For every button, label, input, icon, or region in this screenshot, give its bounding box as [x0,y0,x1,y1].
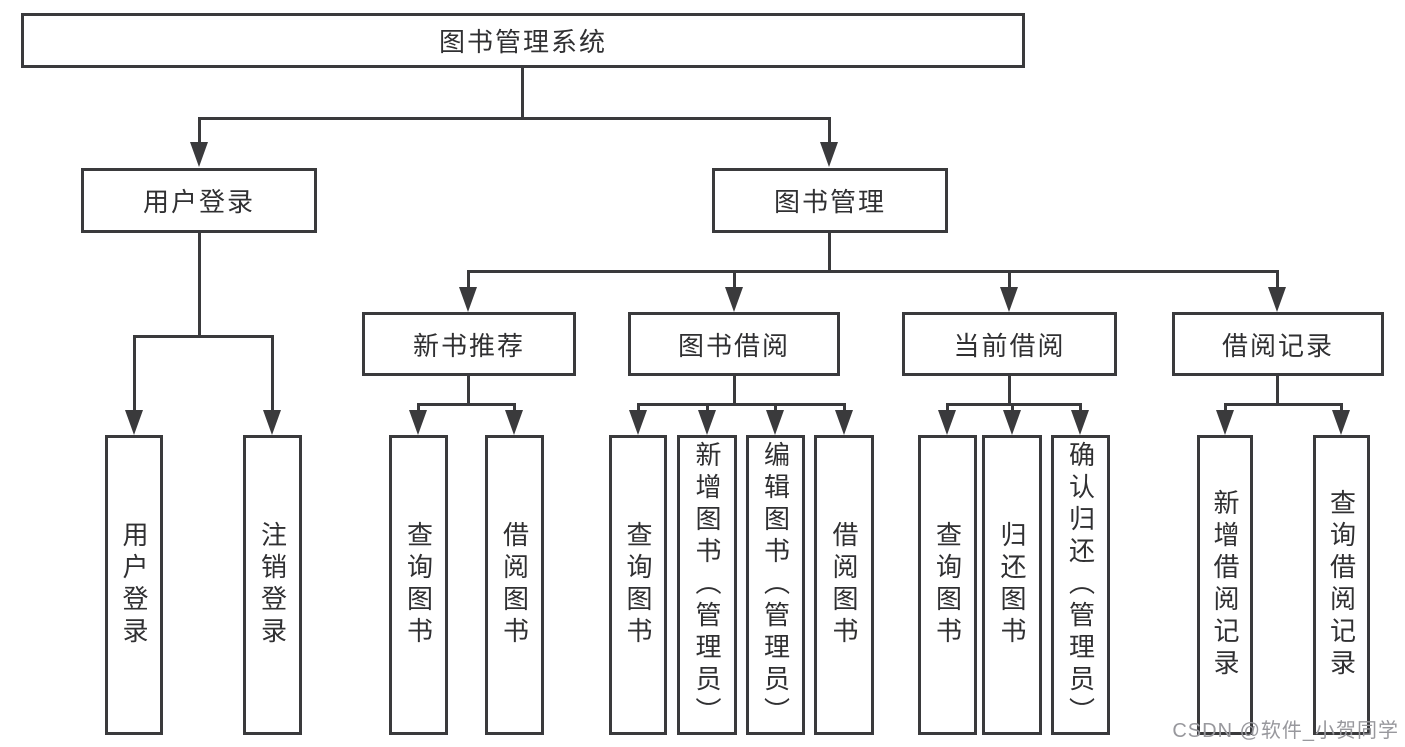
node-book-borrowing: 图书借阅 [628,312,840,376]
node-new-book-recommendation: 新书推荐 [362,312,576,376]
node-user-login-label: 用户登录 [142,187,255,217]
arrowhead-leaf-borrow-books-1 [505,410,523,435]
csdn-watermark: CSDN @软件_小贺同学 [1172,720,1399,742]
node-book-borrowing-label: 图书借阅 [677,330,790,361]
arrowhead-leaf-add-book [698,410,716,435]
connector-user-login-stem [198,233,201,337]
connector-to-leaf-query-borrow-record [1340,403,1343,415]
connector-to-leaf-confirm-return [1079,403,1082,415]
leaf-edit-book-admin: 编辑图书（管理员） [746,435,805,735]
leaf-borrow-books-1: 借阅图书 [485,435,544,735]
connector-to-leaf-edit-book [774,403,777,415]
arrowhead-leaf-return-books [1003,410,1021,435]
node-current-borrowing-label: 当前借阅 [953,330,1066,361]
leaf-confirm-return-admin: 确认归还（管理员） [1051,435,1110,735]
node-new-book-recommendation-label: 新书推荐 [412,330,525,361]
leaf-query-books-1-label: 查询图书 [403,521,434,649]
connector-current-borrowing-rail [946,403,1082,406]
arrowhead-leaf-logout [263,410,281,435]
arrowhead-leaf-edit-book [766,410,784,435]
connector-book-management-rail [467,270,1279,273]
connector-book-borrowing-stem [733,376,736,406]
connector-to-leaf-user-login [133,335,136,415]
connector-borrowing-records-stem [1276,376,1279,406]
connector-to-leaf-borrow-books-2 [843,403,846,415]
leaf-add-book-admin: 新增图书（管理员） [677,435,737,735]
node-book-management-label: 图书管理 [773,187,886,217]
leaf-confirm-return-admin-label: 确认归还（管理员） [1065,441,1096,729]
connector-to-leaf-query-books-1 [417,403,420,415]
connector-root-to-book-management [828,117,831,150]
connector-to-book-borrowing [733,270,736,292]
arrowhead-leaf-query-books-2 [629,410,647,435]
connector-to-leaf-add-borrow-record [1224,403,1227,415]
node-user-login: 用户登录 [81,168,317,233]
node-borrowing-records: 借阅记录 [1172,312,1384,376]
connector-to-current-borrowing [1008,270,1011,292]
leaf-add-borrow-record-label: 新增借阅记录 [1210,489,1240,681]
arrowhead-new-book-recommendation [459,287,477,312]
connector-user-login-rail [133,335,274,338]
arrowhead-leaf-borrow-books-2 [835,410,853,435]
connector-to-borrowing-records [1276,270,1279,292]
leaf-query-books-3: 查询图书 [918,435,977,735]
connector-borrowing-records-rail [1224,403,1343,406]
leaf-query-books-1: 查询图书 [389,435,448,735]
leaf-user-login-label: 用户登录 [119,521,149,649]
leaf-logout: 注销登录 [243,435,302,735]
connector-new-book-stem [467,376,470,406]
connector-to-leaf-query-books-3 [946,403,949,415]
node-library-management-system: 图书管理系统 [21,13,1025,68]
node-book-management: 图书管理 [712,168,948,233]
leaf-query-books-3-label: 查询图书 [932,521,963,649]
leaf-borrow-books-1-label: 借阅图书 [499,521,530,649]
arrowhead-leaf-query-books-1 [409,410,427,435]
arrowhead-leaf-query-borrow-record [1332,410,1350,435]
leaf-query-books-2-label: 查询图书 [623,521,653,649]
connector-to-leaf-return-books [1011,403,1014,415]
arrowhead-current-borrowing [1000,287,1018,312]
arrowhead-leaf-confirm-return [1071,410,1089,435]
connector-to-leaf-logout [271,335,274,415]
connector-root-stem [521,68,524,118]
arrowhead-leaf-query-books-3 [938,410,956,435]
leaf-query-books-2: 查询图书 [609,435,667,735]
leaf-return-books: 归还图书 [982,435,1042,735]
connector-current-borrowing-stem [1008,376,1011,406]
connector-book-management-stem [828,233,831,273]
connector-to-leaf-query-books-2 [637,403,640,415]
leaf-add-borrow-record: 新增借阅记录 [1197,435,1253,735]
connector-root-rail [198,117,831,120]
arrowhead-borrowing-records [1268,287,1286,312]
leaf-edit-book-admin-label: 编辑图书（管理员） [760,441,791,729]
leaf-return-books-label: 归还图书 [997,521,1027,649]
connector-new-book-rail [417,403,516,406]
connector-to-leaf-borrow-books-1 [513,403,516,415]
arrowhead-leaf-add-borrow-record [1216,410,1234,435]
arrowhead-leaf-user-login [125,410,143,435]
leaf-user-login: 用户登录 [105,435,163,735]
node-current-borrowing: 当前借阅 [902,312,1117,376]
connector-book-borrowing-rail [637,403,846,406]
arrowhead-book-borrowing [725,287,743,312]
connector-to-new-book-recommendation [467,270,470,292]
leaf-add-book-admin-label: 新增图书（管理员） [692,441,722,729]
arrowhead-user-login [190,142,208,167]
leaf-borrow-books-2-label: 借阅图书 [829,521,859,649]
connector-to-leaf-add-book [706,403,709,415]
leaf-borrow-books-2: 借阅图书 [814,435,874,735]
leaf-logout-label: 注销登录 [257,521,288,649]
node-borrowing-records-label: 借阅记录 [1221,330,1334,361]
node-library-management-system-label: 图书管理系统 [438,27,607,57]
leaf-query-borrow-record: 查询借阅记录 [1313,435,1370,735]
arrowhead-book-management [820,142,838,167]
leaf-query-borrow-record-label: 查询借阅记录 [1326,489,1357,681]
connector-root-to-user-login [198,117,201,150]
